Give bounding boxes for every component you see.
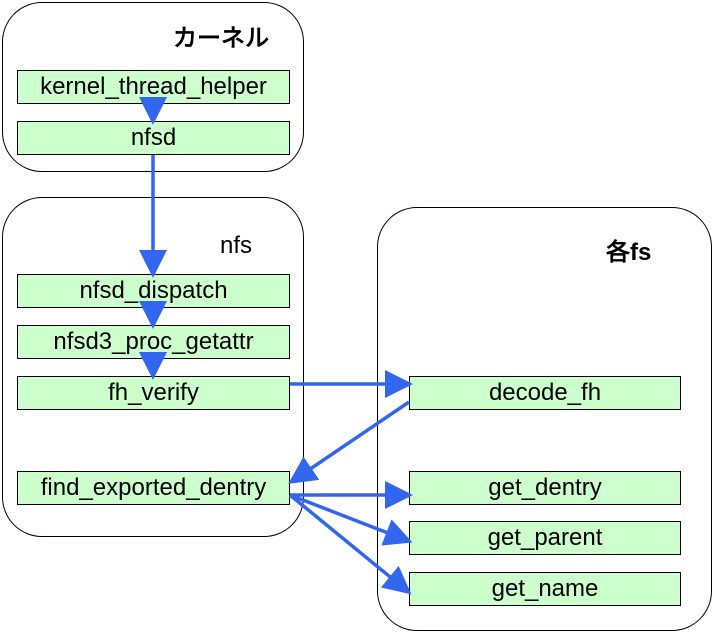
node-nfsd-dispatch: nfsd_dispatch xyxy=(17,274,290,308)
nfs-group-title: nfs xyxy=(220,232,253,259)
node-get-name: get_name xyxy=(409,572,681,606)
kernel-group-title: カーネル xyxy=(173,25,269,52)
node-nfsd: nfsd xyxy=(17,121,290,155)
node-fh-verify: fh_verify xyxy=(17,376,290,410)
fs-group-title: 各fs xyxy=(606,239,652,266)
node-find-exported-dentry: find_exported_dentry xyxy=(17,471,290,505)
fs-group xyxy=(377,207,712,631)
node-decode-fh: decode_fh xyxy=(409,376,681,410)
node-get-parent: get_parent xyxy=(409,521,681,555)
node-get-dentry: get_dentry xyxy=(409,471,681,505)
node-nfsd3-proc-getattr: nfsd3_proc_getattr xyxy=(17,325,290,359)
node-kernel-thread-helper: kernel_thread_helper xyxy=(17,70,290,104)
